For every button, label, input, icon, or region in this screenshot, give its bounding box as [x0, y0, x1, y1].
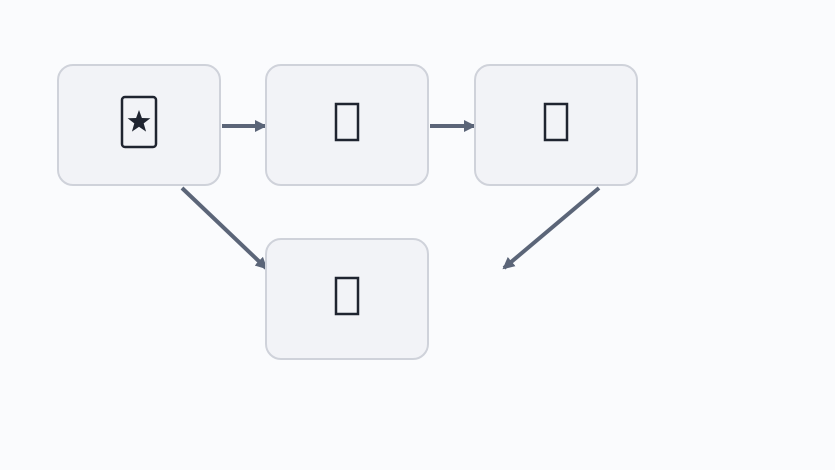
star-card-icon: [119, 94, 159, 157]
placeholder-glyph-icon: [334, 102, 360, 149]
node-4[interactable]: [265, 238, 429, 360]
placeholder-glyph-icon: [334, 276, 360, 323]
node-1[interactable]: [57, 64, 221, 186]
placeholder-glyph-icon: [543, 102, 569, 149]
node-2[interactable]: [265, 64, 429, 186]
edge-node3-to-open-end: [502, 186, 601, 270]
node-3[interactable]: [474, 64, 638, 186]
edge-node1-to-node4: [180, 186, 268, 270]
